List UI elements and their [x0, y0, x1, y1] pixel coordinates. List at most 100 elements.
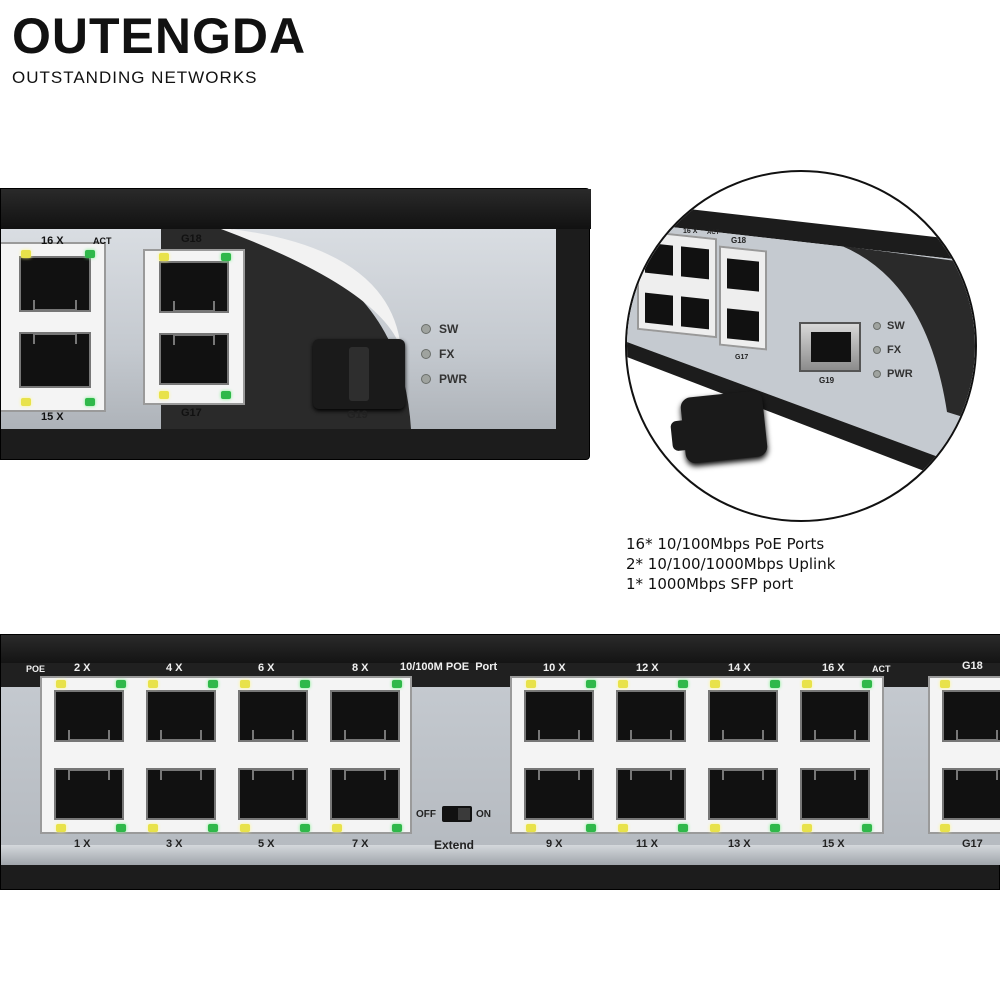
port-led	[392, 680, 402, 688]
port-led	[526, 680, 536, 688]
port-16[interactable]	[19, 256, 91, 312]
label-g19: G19	[347, 409, 368, 421]
zoom-label-g17: G17	[735, 354, 749, 361]
zoom-status-led-pwr	[873, 370, 881, 378]
port-16-front[interactable]	[800, 690, 870, 742]
port-g18-led-green	[221, 253, 231, 261]
port-6[interactable]	[238, 690, 308, 742]
port-led	[332, 824, 342, 832]
port-15[interactable]	[19, 332, 91, 388]
sfp-zoom-inset: 16 X ACT G18 G17 G19 SW FX PWR	[625, 170, 977, 522]
port-7[interactable]	[330, 768, 400, 820]
port-10[interactable]	[524, 690, 594, 742]
status-label-sw: SW	[439, 322, 459, 336]
port-led	[770, 824, 780, 832]
port-15-led-yellow	[21, 398, 31, 406]
top-switch-unit: G19 SW FX PWR 16 X ACT G18 15 X G17	[0, 188, 591, 460]
port-g18-led-yellow	[159, 253, 169, 261]
zoom-label-act: ACT	[707, 230, 720, 236]
label-6x: 6 X	[258, 662, 275, 674]
port-led	[678, 824, 688, 832]
port-11[interactable]	[616, 768, 686, 820]
zoom-status-led-fx	[873, 346, 881, 354]
label-16x-front: 16 X	[822, 662, 845, 674]
port-5[interactable]	[238, 768, 308, 820]
label-switch-off: OFF	[416, 809, 436, 820]
label-7x: 7 X	[352, 838, 369, 850]
port-4[interactable]	[146, 690, 216, 742]
status-led-pwr	[421, 374, 431, 384]
port-led	[940, 824, 950, 832]
label-4x: 4 X	[166, 662, 183, 674]
zoom-port-block	[637, 229, 717, 339]
port-led	[240, 680, 250, 688]
label-act: ACT	[93, 236, 112, 246]
port-led	[56, 680, 66, 688]
zoom-sfp-cage[interactable]	[799, 322, 861, 372]
label-5x: 5 X	[258, 838, 275, 850]
port-led	[802, 824, 812, 832]
label-switch-on: ON	[476, 809, 491, 820]
port-g17-front[interactable]	[942, 768, 1000, 820]
label-act-front: ACT	[872, 664, 891, 674]
label-13x: 13 X	[728, 838, 751, 850]
label-8x: 8 X	[352, 662, 369, 674]
extend-toggle-switch[interactable]	[442, 806, 472, 822]
zoom-status-label-fx: FX	[887, 344, 902, 356]
port-16-led-green	[85, 250, 95, 258]
label-g17: G17	[181, 407, 202, 419]
port-led	[770, 680, 780, 688]
status-label-fx: FX	[439, 347, 455, 361]
port-led	[148, 824, 158, 832]
port-led	[300, 680, 310, 688]
zoom-label-g19: G19	[819, 376, 835, 385]
port-led	[526, 824, 536, 832]
port-led	[862, 680, 872, 688]
port-led	[586, 680, 596, 688]
port-led	[208, 824, 218, 832]
zoom-label-16x: 16 X	[683, 228, 698, 235]
port-led	[56, 824, 66, 832]
label-1x: 1 X	[74, 838, 91, 850]
port-led	[618, 824, 628, 832]
port-1[interactable]	[54, 768, 124, 820]
label-poe: POE	[26, 664, 46, 674]
port-15-front[interactable]	[800, 768, 870, 820]
port-group-1-8	[40, 676, 412, 834]
port-g18[interactable]	[159, 261, 229, 313]
top-port-block-g18-g17	[143, 249, 245, 405]
top-front-panel: G19 SW FX PWR	[1, 229, 556, 429]
port-group-g18-g17-front	[928, 676, 1000, 834]
port-g17[interactable]	[159, 333, 229, 385]
zoom-label-g18: G18	[731, 236, 747, 245]
port-13[interactable]	[708, 768, 778, 820]
label-g18-front: G18	[962, 660, 983, 672]
sfp-port-g19-dust-cap[interactable]	[313, 339, 405, 409]
zoom-status-label-pwr: PWR	[887, 368, 913, 380]
port-led	[208, 680, 218, 688]
port-2[interactable]	[54, 690, 124, 742]
port-8[interactable]	[330, 690, 400, 742]
port-led	[678, 680, 688, 688]
port-3[interactable]	[146, 768, 216, 820]
port-9[interactable]	[524, 768, 594, 820]
port-12[interactable]	[616, 690, 686, 742]
port-14[interactable]	[708, 690, 778, 742]
port-led	[392, 824, 402, 832]
zoom-dust-cap	[670, 389, 769, 465]
port-led	[116, 824, 126, 832]
port-g17-led-yellow	[159, 391, 169, 399]
top-port-block-16-15	[1, 242, 106, 412]
brand-tagline: OUTSTANDING NETWORKS	[12, 68, 258, 87]
port-g17-led-green	[221, 391, 231, 399]
label-14x: 14 X	[728, 662, 751, 674]
spec-uplink: 2* 10/100/1000Mbps Uplink	[626, 555, 836, 573]
zoom-g18-g17-block	[719, 245, 767, 351]
spec-poe-ports: 16* 10/100Mbps PoE Ports	[626, 535, 825, 553]
label-11x: 11 X	[636, 838, 659, 850]
port-led	[710, 824, 720, 832]
port-g18-front[interactable]	[942, 690, 1000, 742]
zoom-status-label-sw: SW	[887, 320, 905, 332]
label-g18: G18	[181, 233, 202, 245]
label-10x: 10 X	[543, 662, 566, 674]
